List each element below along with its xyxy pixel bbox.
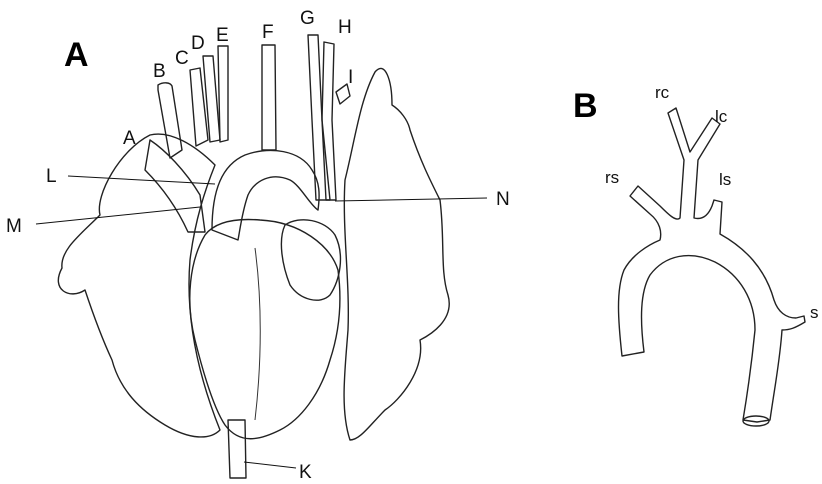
panel-a: A A B C D E F G H I L M — [6, 8, 510, 483]
label-rc: rc — [655, 83, 670, 102]
panel-b: B rc lc rs ls s — [573, 83, 819, 426]
label-d: D — [191, 33, 205, 54]
vessel-h — [322, 42, 336, 200]
aorta-arch-outline — [619, 108, 806, 422]
label-f: F — [262, 22, 274, 43]
label-lc: lc — [715, 107, 728, 126]
left-lung — [344, 68, 449, 440]
label-h: H — [338, 17, 352, 38]
descending-aorta-k — [228, 420, 246, 478]
label-g: G — [300, 8, 315, 29]
brachiocephalic-trunk — [158, 83, 182, 158]
label-l: L — [46, 166, 57, 187]
label-k: K — [299, 462, 312, 483]
label-ls: ls — [719, 170, 731, 189]
panel-a-title: A — [64, 36, 89, 74]
label-c: C — [175, 48, 189, 69]
left-atrium — [281, 220, 340, 300]
vessel-e — [218, 46, 228, 142]
interventricular-groove — [255, 248, 260, 420]
vessel-d — [203, 56, 220, 142]
heart-ventricles — [190, 220, 340, 439]
label-b: B — [153, 61, 166, 82]
label-a: A — [123, 128, 136, 149]
leader-k — [244, 462, 296, 468]
aortic-arch — [212, 150, 319, 240]
vessel-f — [262, 45, 276, 150]
vessel-g — [308, 35, 330, 200]
leader-m — [36, 207, 200, 224]
label-m: M — [6, 216, 22, 237]
panel-b-title: B — [573, 87, 598, 125]
label-n: N — [496, 189, 510, 210]
label-e: E — [216, 25, 229, 46]
leader-l — [68, 176, 215, 184]
label-s: s — [810, 303, 819, 322]
superior-vena-cava — [145, 140, 205, 232]
label-i: I — [348, 67, 353, 88]
label-rs: rs — [605, 168, 619, 187]
leader-n — [335, 198, 487, 201]
